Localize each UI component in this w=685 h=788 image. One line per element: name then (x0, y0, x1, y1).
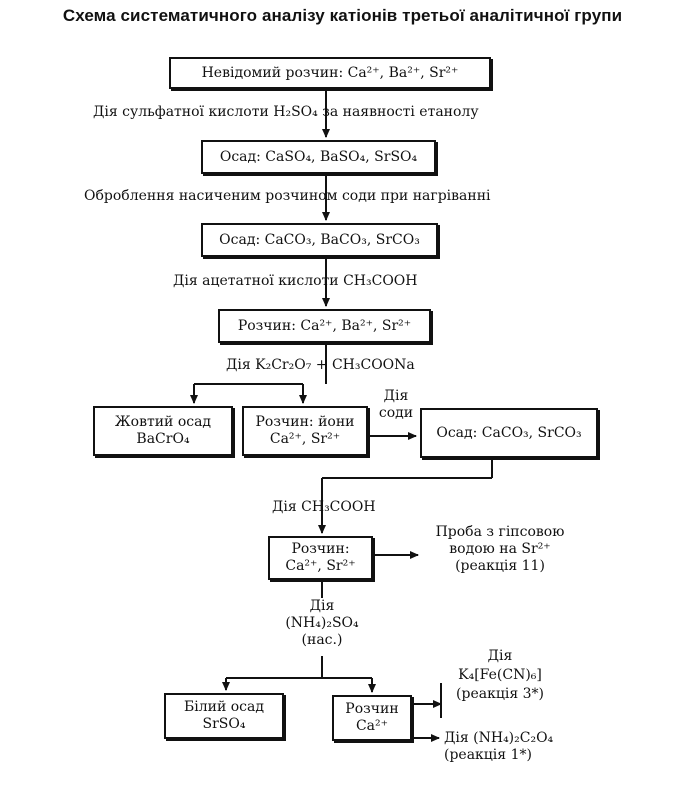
solution-ca-ba-sr-box: Розчин: Ca²⁺, Ba²⁺, Sr²⁺ (218, 309, 431, 343)
test-ferrocyanide-line2: K₄[Fe(CN)₆] (458, 667, 542, 683)
step-ammonium-sulfate-line3: (нас.) (301, 632, 343, 648)
test-gypsum-line2: водою на Sr²⁺ (449, 541, 551, 557)
test-oxalate-line1: Дія (NH₄)₂C₂O₄ (444, 730, 554, 746)
solution-ca-sr-formula: Ca²⁺, Sr²⁺ (285, 558, 356, 574)
test-oxalate-line2: (реакція 1*) (444, 747, 532, 763)
white-precipitate-formula: SrSO₄ (202, 716, 246, 732)
carbonate-ca-sr-box: Осад: CaCO₃, SrCO₃ (420, 408, 598, 458)
solution-ions-box: Розчин: йони Ca²⁺, Sr²⁺ (242, 406, 368, 456)
step-acetic-short: Дія CH₃COOH (272, 499, 376, 515)
yellow-precipitate-label: Жовтий осад (114, 414, 212, 430)
step-soda: Дія соди (372, 388, 420, 422)
step-soda-line2: соди (378, 405, 414, 421)
solution-ca-box: Розчин Ca²⁺ (332, 695, 412, 741)
test-ferrocyanide: Дія K₄[Fe(CN)₆] (реакція 3*) (444, 648, 556, 703)
solution-ions-formula: Ca²⁺, Sr²⁺ (269, 431, 341, 447)
step-ammonium-sulfate-line2: (NH₄)₂SO₄ (285, 615, 359, 631)
diagram-title: Схема систематичного аналізу катіонів тр… (62, 6, 623, 25)
solution-ca-sr-label: Розчин: (291, 541, 350, 557)
yellow-precipitate-box: Жовтий осад BaCrO₄ (93, 406, 233, 456)
test-ferrocyanide-line1: Дія (487, 648, 513, 664)
sulfate-precipitate-box: Осад: CaSO₄, BaSO₄, SrSO₄ (201, 140, 436, 174)
step-sulfuric-acid: Дія сульфатної кислоти H₂SO₄ за наявност… (93, 104, 479, 120)
carbonate-precipitate-text: Осад: CaCO₃, BaCO₃, SrCO₃ (219, 231, 420, 248)
solution-ions-label: Розчин: йони (255, 414, 355, 430)
sulfate-precipitate-text: Осад: CaSO₄, BaSO₄, SrSO₄ (219, 148, 418, 165)
step-dichromate: Дія K₂Cr₂O₇ + CH₃COONa (226, 357, 415, 373)
step-soda-treatment: Оброблення насиченим розчином соди при н… (84, 188, 491, 204)
carbonate-precipitate-box: Осад: CaCO₃, BaCO₃, SrCO₃ (201, 223, 438, 257)
step-soda-line1: Дія (383, 388, 409, 404)
carbonate-ca-sr-text: Осад: CaCO₃, SrCO₃ (436, 424, 582, 441)
test-oxalate: Дія (NH₄)₂C₂O₄ (реакція 1*) (444, 730, 553, 764)
yellow-precipitate-formula: BaCrO₄ (136, 431, 190, 447)
test-gypsum-line1: Проба з гіпсовою (435, 524, 565, 540)
white-precipitate-label: Білий осад (183, 699, 264, 715)
step-ammonium-sulfate-line1: Дія (309, 598, 335, 614)
solution-ca-label: Розчин (345, 701, 399, 717)
step-ammonium-sulfate: Дія (NH₄)₂SO₄ (нас.) (272, 598, 372, 649)
test-ferrocyanide-line3: (реакція 3*) (456, 686, 544, 702)
solution-ca-formula: Ca²⁺ (355, 718, 389, 734)
step-acetic-acid: Дія ацетатної кислоти CH₃COOH (173, 273, 418, 289)
solution-ca-ba-sr-text: Розчин: Ca²⁺, Ba²⁺, Sr²⁺ (237, 317, 412, 334)
test-gypsum: Проба з гіпсовою водою на Sr²⁺ (реакція … (420, 524, 580, 575)
unknown-solution-text: Невідомий розчин: Ca²⁺, Ba²⁺, Sr²⁺ (201, 64, 459, 81)
test-gypsum-line3: (реакція 11) (455, 558, 545, 574)
white-precipitate-box: Білий осад SrSO₄ (164, 693, 284, 739)
unknown-solution-box: Невідомий розчин: Ca²⁺, Ba²⁺, Sr²⁺ (169, 57, 491, 89)
solution-ca-sr-box: Розчин: Ca²⁺, Sr²⁺ (268, 536, 373, 580)
